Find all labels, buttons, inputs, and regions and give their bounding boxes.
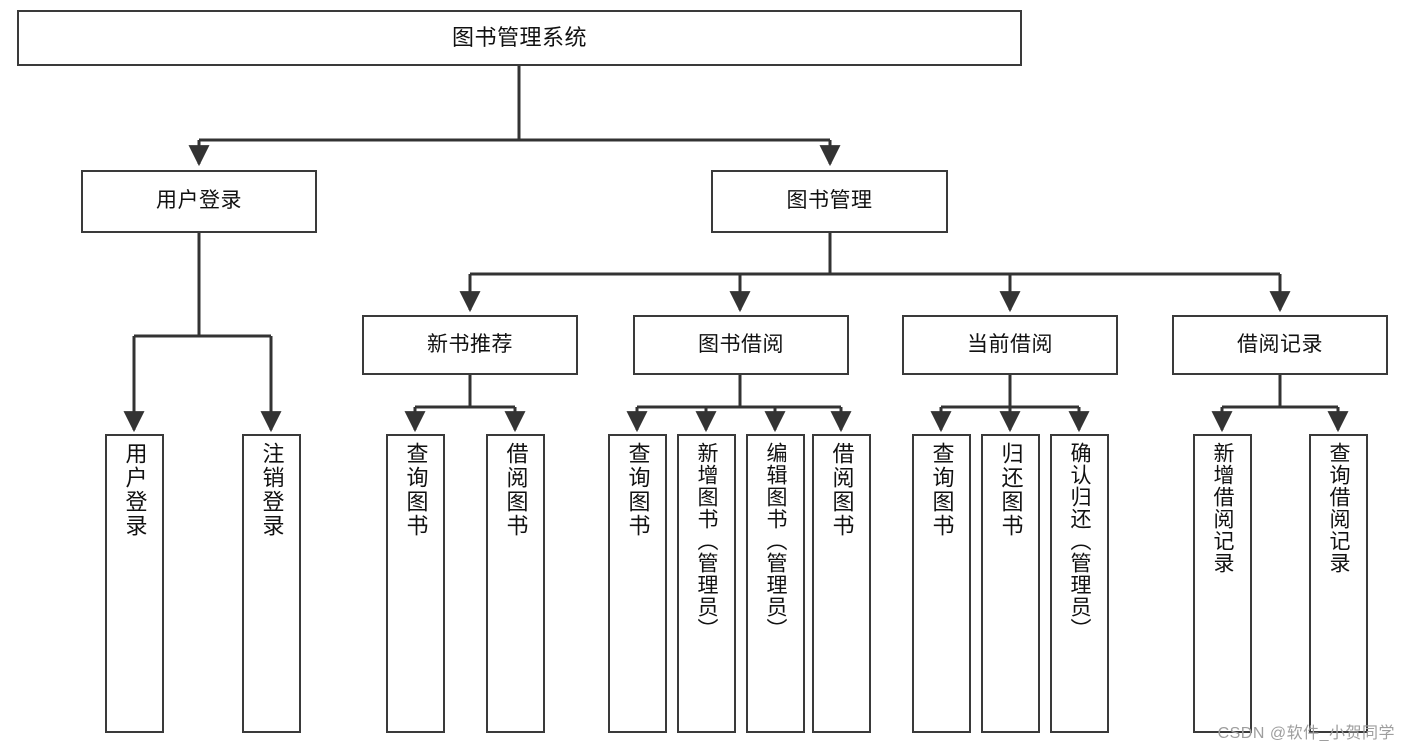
node-label: 借阅记录	[1237, 332, 1323, 356]
node-label: 查询借阅记录	[1327, 442, 1350, 574]
node-leaf-query-books-current[interactable]: 查询图书	[912, 434, 971, 733]
node-label: 图书管理系统	[451, 25, 587, 51]
node-leaf-query-borrow-record[interactable]: 查询借阅记录	[1309, 434, 1368, 733]
node-label: 图书借阅	[698, 332, 784, 356]
node-book-borrowing[interactable]: 图书借阅	[633, 315, 849, 375]
node-label: 新增图书（管理员）	[695, 442, 718, 640]
node-leaf-borrow-books-new[interactable]: 借阅图书	[486, 434, 545, 733]
node-leaf-confirm-return-admin[interactable]: 确认归还（管理员）	[1050, 434, 1109, 733]
node-label: 用户登录	[156, 189, 242, 213]
node-borrowing-records[interactable]: 借阅记录	[1172, 315, 1388, 375]
node-label: 归还图书	[998, 442, 1024, 538]
node-leaf-query-books-borrow[interactable]: 查询图书	[608, 434, 667, 733]
node-label: 借阅图书	[829, 442, 855, 538]
node-new-book-recommendation[interactable]: 新书推荐	[362, 315, 578, 375]
node-label: 查询图书	[625, 442, 651, 538]
node-label: 当前借阅	[967, 332, 1053, 356]
node-leaf-add-book-admin[interactable]: 新增图书（管理员）	[677, 434, 736, 733]
node-leaf-user-login[interactable]: 用户登录	[105, 434, 164, 733]
node-leaf-query-books-new[interactable]: 查询图书	[386, 434, 445, 733]
node-label: 确认归还（管理员）	[1068, 442, 1091, 640]
node-leaf-edit-book-admin[interactable]: 编辑图书（管理员）	[746, 434, 805, 733]
node-label: 查询图书	[403, 442, 429, 538]
node-label: 图书管理	[786, 189, 873, 213]
node-leaf-return-books[interactable]: 归还图书	[981, 434, 1040, 733]
node-current-borrowing[interactable]: 当前借阅	[902, 315, 1118, 375]
node-leaf-logout[interactable]: 注销登录	[242, 434, 301, 733]
node-root-book-management-system[interactable]: 图书管理系统	[17, 10, 1022, 66]
node-label: 注销登录	[259, 442, 285, 538]
node-label: 新增借阅记录	[1211, 442, 1234, 574]
node-user-login[interactable]: 用户登录	[81, 170, 317, 233]
node-label: 借阅图书	[503, 442, 529, 538]
csdn-watermark: CSDN @软件_小贺同学	[1217, 725, 1395, 742]
node-label: 用户登录	[122, 442, 148, 538]
node-label: 新书推荐	[427, 332, 513, 356]
node-book-management[interactable]: 图书管理	[711, 170, 948, 233]
node-label: 查询图书	[929, 442, 955, 538]
node-label: 编辑图书（管理员）	[764, 442, 787, 640]
node-leaf-borrow-books-borrow[interactable]: 借阅图书	[812, 434, 871, 733]
node-leaf-add-borrow-record[interactable]: 新增借阅记录	[1193, 434, 1252, 733]
